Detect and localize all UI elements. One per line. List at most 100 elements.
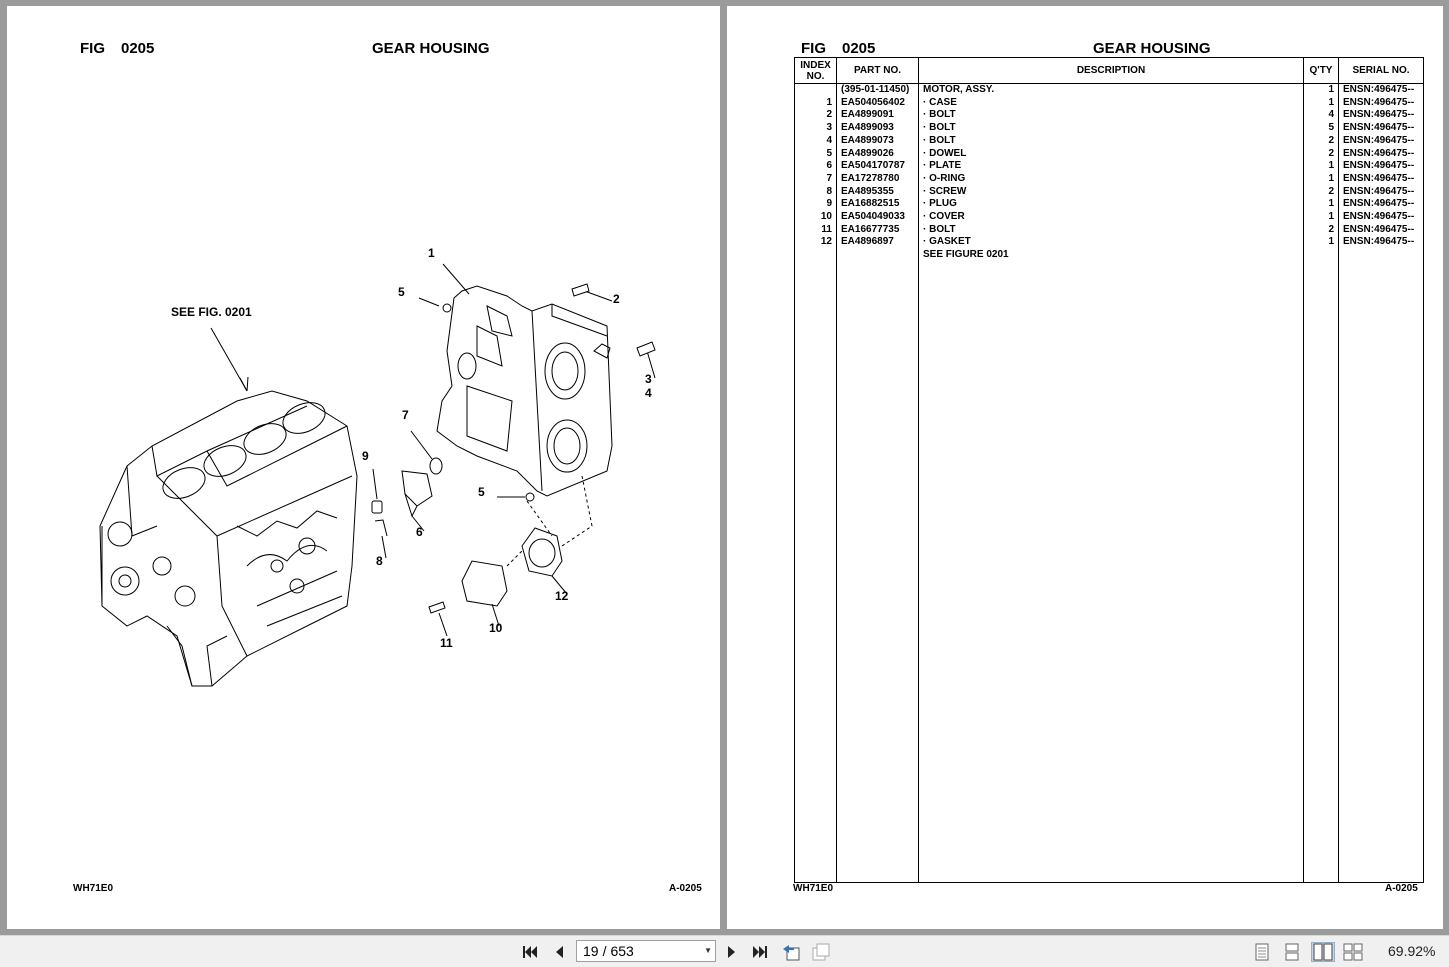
fig-number: 0205 bbox=[842, 40, 876, 57]
current-page: 19 bbox=[583, 943, 599, 959]
part-no-cell: EA504056402 bbox=[836, 96, 919, 110]
col-qty: Q'TY bbox=[1303, 57, 1339, 84]
qty-cell: 1 bbox=[1303, 211, 1339, 224]
table-header: INDEX NO. PART NO. DESCRIPTION Q'TY SERI… bbox=[794, 57, 1424, 84]
first-page-icon bbox=[523, 946, 537, 958]
part-no-cell bbox=[836, 249, 919, 262]
index-cell: 11 bbox=[794, 223, 837, 237]
description-cell: · GASKET bbox=[918, 236, 1304, 250]
part-no-cell: (395-01-11450) bbox=[836, 83, 919, 97]
index-cell: 1 bbox=[794, 96, 837, 110]
serial-no-cell: ENSN:496475-- bbox=[1338, 147, 1424, 161]
description-cell: · COVER bbox=[918, 211, 1304, 224]
serial-no-cell bbox=[1338, 249, 1424, 262]
facing-view-button[interactable] bbox=[1311, 942, 1335, 962]
description-cell: · SCREW bbox=[918, 185, 1304, 199]
continuous-view-button[interactable] bbox=[1282, 942, 1302, 962]
screw-illustration bbox=[374, 519, 388, 537]
col-description: DESCRIPTION bbox=[918, 57, 1304, 84]
part-no-cell: EA16882515 bbox=[836, 198, 919, 212]
description-cell: · BOLT bbox=[918, 122, 1304, 135]
plate-illustration bbox=[401, 470, 433, 518]
serial-no-cell: ENSN:496475-- bbox=[1338, 160, 1424, 173]
gear-housing-case-illustration bbox=[436, 285, 613, 497]
last-page-button[interactable] bbox=[750, 942, 770, 962]
callout-5-top: 5 bbox=[398, 285, 405, 299]
table-row: SEE FIGURE 0201 bbox=[794, 249, 1424, 262]
qty-cell: 4 bbox=[1303, 109, 1339, 123]
serial-no-cell: ENSN:496475-- bbox=[1338, 223, 1424, 237]
part-no-cell: EA16677735 bbox=[836, 223, 919, 237]
bolt-3-line bbox=[646, 350, 656, 379]
description-cell: · BOLT bbox=[918, 223, 1304, 237]
engine-block-illustration bbox=[99, 390, 358, 687]
description-cell: · PLATE bbox=[918, 160, 1304, 173]
serial-no-cell: ENSN:496475-- bbox=[1338, 134, 1424, 148]
previous-view-button[interactable] bbox=[781, 942, 801, 962]
serial-no-cell: ENSN:496475-- bbox=[1338, 198, 1424, 212]
next-view-button[interactable] bbox=[811, 942, 831, 962]
serial-no-cell: ENSN:496475-- bbox=[1338, 236, 1424, 250]
description-cell: · BOLT bbox=[918, 134, 1304, 148]
single-page-icon bbox=[1255, 943, 1269, 961]
callout-3: 3 bbox=[645, 372, 652, 386]
serial-no-cell: ENSN:496475-- bbox=[1338, 96, 1424, 110]
chevron-down-icon[interactable]: ▼ bbox=[704, 946, 712, 955]
exploded-parts-diagram: 1 2 3 4 5 5 6 7 8 9 10 11 12 bbox=[99, 246, 656, 687]
qty-cell: 1 bbox=[1303, 160, 1339, 173]
index-cell: 7 bbox=[794, 172, 837, 186]
qty-cell: 1 bbox=[1303, 96, 1339, 110]
callout-10: 10 bbox=[489, 621, 503, 635]
parts-table: INDEX NO. PART NO. DESCRIPTION Q'TY SERI… bbox=[794, 57, 1424, 883]
zoom-level[interactable]: 69.92% bbox=[1388, 943, 1436, 959]
continuous-facing-view-button[interactable] bbox=[1343, 942, 1363, 962]
index-cell: 8 bbox=[794, 185, 837, 199]
serial-no-cell: ENSN:496475-- bbox=[1338, 109, 1424, 123]
table-filler bbox=[794, 261, 1424, 883]
callout-1: 1 bbox=[428, 246, 435, 260]
left-page: FIG 0205 GEAR HOUSING bbox=[7, 6, 720, 929]
page-title: GEAR HOUSING bbox=[1093, 40, 1211, 57]
part-no-cell: EA4899093 bbox=[836, 122, 919, 135]
plug-illustration bbox=[371, 500, 383, 514]
first-page-button[interactable] bbox=[520, 942, 540, 962]
next-page-icon bbox=[728, 946, 735, 958]
index-cell: 2 bbox=[794, 109, 837, 123]
page-number-field[interactable]: 19/653 ▼ bbox=[576, 940, 716, 962]
description-cell: · BOLT bbox=[918, 109, 1304, 123]
callout-8: 8 bbox=[376, 554, 383, 568]
qty-cell: 1 bbox=[1303, 236, 1339, 250]
previous-page-icon bbox=[556, 946, 563, 958]
fig-number: 0205 bbox=[121, 40, 155, 57]
col-part-no: PART NO. bbox=[836, 57, 919, 84]
qty-cell: 2 bbox=[1303, 223, 1339, 237]
footer-left: WH71E0 bbox=[793, 883, 834, 894]
index-cell: 5 bbox=[794, 147, 837, 161]
qty-cell: 2 bbox=[1303, 185, 1339, 199]
part-no-cell: EA4896897 bbox=[836, 236, 919, 250]
callout-11: 11 bbox=[440, 636, 453, 650]
callout-12: 12 bbox=[555, 589, 569, 603]
serial-no-cell: ENSN:496475-- bbox=[1338, 211, 1424, 224]
single-page-view-button[interactable] bbox=[1252, 942, 1272, 962]
part-no-cell: EA504170787 bbox=[836, 160, 919, 173]
page-separator: / bbox=[602, 943, 607, 959]
callout-9: 9 bbox=[362, 449, 369, 463]
previous-page-button[interactable] bbox=[549, 942, 569, 962]
part-no-cell: EA4899091 bbox=[836, 109, 919, 123]
next-page-button[interactable] bbox=[722, 942, 742, 962]
callout-7: 7 bbox=[402, 408, 409, 422]
bolt-3-illustration bbox=[636, 341, 656, 357]
part-no-cell: EA17278780 bbox=[836, 172, 919, 186]
serial-no-cell: ENSN:496475-- bbox=[1338, 185, 1424, 199]
